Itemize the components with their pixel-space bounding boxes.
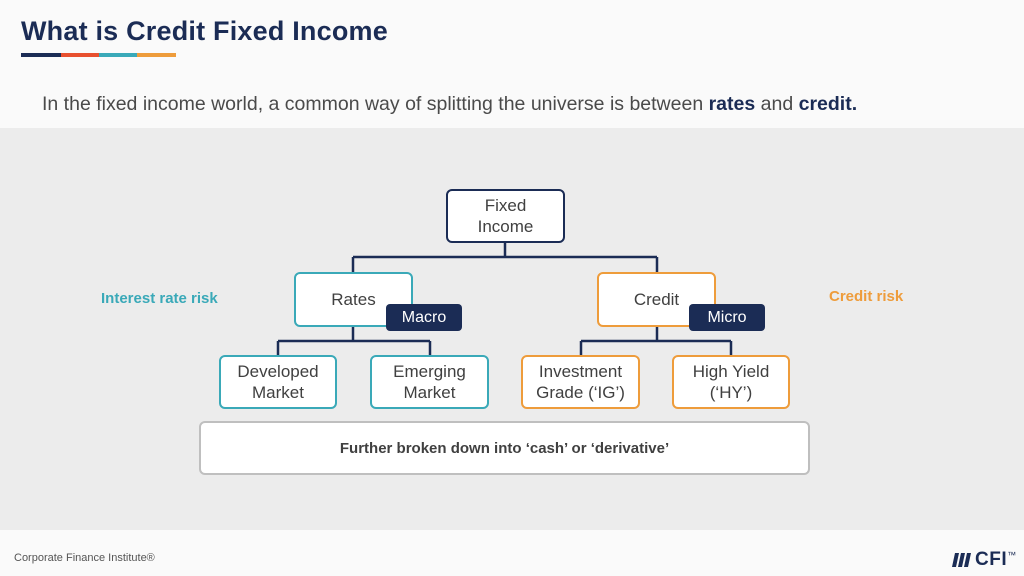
macro-tag: Macro: [386, 304, 462, 331]
intro-and: and: [755, 93, 799, 115]
title-accent-orange: [137, 53, 176, 57]
node-emerging-market: Emerging Market: [370, 355, 489, 409]
cfi-logo: CFI ™: [952, 549, 1016, 571]
cfi-logo-icon: [952, 553, 971, 567]
breakdown-note: Further broken down into ‘cash’ or ‘deri…: [199, 421, 810, 475]
intro-credit: credit.: [798, 93, 858, 115]
page-title: What is Credit Fixed Income: [21, 16, 388, 46]
intro-prefix: In the fixed income world, a common way …: [42, 93, 709, 115]
cfi-logo-trademark: ™: [1007, 550, 1017, 560]
node-high-yield: High Yield (‘HY’): [672, 355, 790, 409]
micro-tag: Micro: [689, 304, 765, 331]
intro-rates: rates: [708, 93, 756, 115]
footer-company: Corporate Finance Institute®: [14, 552, 155, 564]
intro-text: In the fixed income world, a common way …: [42, 93, 857, 116]
title-accent-navy: [21, 53, 61, 57]
node-investment-grade: Investment Grade (‘IG’): [521, 355, 640, 409]
cfi-logo-text: CFI: [975, 549, 1008, 570]
title-accent-red: [61, 53, 99, 57]
credit-risk-label: Credit risk: [829, 288, 904, 305]
interest-rate-risk-label: Interest rate risk: [101, 290, 218, 307]
node-developed-market: Developed Market: [219, 355, 337, 409]
title-accent-teal: [99, 53, 137, 57]
node-fixed-income: Fixed Income: [446, 189, 565, 243]
